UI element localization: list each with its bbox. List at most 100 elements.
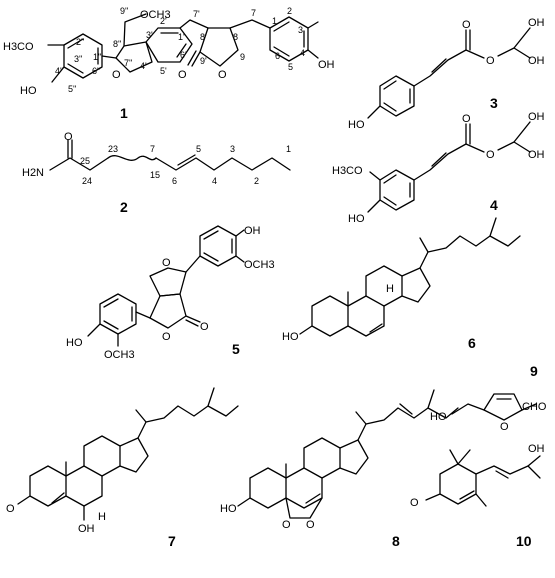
- c1-locant-9p: 9': [200, 56, 207, 66]
- compound-4-number: 4: [490, 197, 498, 213]
- c1-o-carbonyl-label: O: [178, 69, 187, 81]
- c1-oh-label: OH: [318, 59, 335, 71]
- c1-h3co-label: H3CO: [3, 41, 34, 53]
- c8-o1-label: O: [282, 519, 291, 531]
- c6-h-label: H: [386, 283, 394, 295]
- c1-locant-4p: 4': [140, 61, 147, 71]
- c2-o-label: O: [64, 131, 73, 143]
- c1-locant-2: 2: [287, 6, 292, 16]
- compound-5: OH OCH3 O O O HO OCH3 5: [66, 225, 275, 361]
- compound-2: O H2N 25 24 23 15 7 6 5 4 3 2 1 2: [22, 131, 291, 215]
- c2-h2n-label: H2N: [22, 167, 44, 179]
- c3-o-carbonyl-label: O: [462, 19, 471, 31]
- compound-7-number: 7: [168, 533, 176, 549]
- c1-locant-7: 7: [251, 8, 256, 18]
- compound-1: H3CO HO OCH3 O O O OH 9'' 3'' 2'' 1'' 4'…: [3, 6, 335, 121]
- c5-o-carbonyl-label: O: [200, 321, 209, 333]
- c4-o-ester-label: O: [486, 149, 495, 161]
- c1-locant-1pp: 1'': [93, 52, 102, 62]
- c2-locant-15: 15: [150, 170, 160, 180]
- c10-oh-label: OH: [528, 443, 545, 455]
- compound-8-number: 8: [392, 533, 400, 549]
- c1-locant-5p: 5': [160, 66, 167, 76]
- c4-ho-label: HO: [348, 213, 365, 225]
- compound-6: H HO 6: [282, 217, 521, 351]
- c3-oh-bottom-label: OH: [528, 55, 545, 67]
- c1-och3-label: OCH3: [140, 9, 171, 21]
- c9-cho-label: CHO: [522, 401, 547, 413]
- compound-9-number: 9: [530, 363, 538, 379]
- c4-o-carbonyl-label: O: [462, 113, 471, 125]
- c5-ho-label: HO: [66, 337, 83, 349]
- c2-locant-3: 3: [230, 144, 235, 154]
- compound-8: HO O O 8: [220, 389, 459, 549]
- c5-o-lactone-label: O: [162, 331, 171, 343]
- c1-locant-4: 4: [300, 48, 305, 58]
- c1-locant-3: 3: [298, 25, 303, 35]
- c1-locant-8pp: 8'': [113, 39, 122, 49]
- compound-1-number: 1: [120, 105, 128, 121]
- compound-9: O HO CHO 9: [430, 363, 547, 433]
- compound-4: O O OH OH H3CO HO 4: [332, 111, 545, 225]
- c9-o-ring-label: O: [500, 421, 509, 433]
- compound-10: O OH 10: [410, 443, 545, 549]
- c3-ho-label: HO: [348, 119, 365, 131]
- c1-locant-5pp: 5'': [68, 84, 77, 94]
- c2-locant-2: 2: [254, 176, 259, 186]
- c2-locant-1: 1: [286, 144, 291, 154]
- c1-locant-3p: 3': [146, 30, 153, 40]
- c1-locant-4pp: 4'': [55, 66, 64, 76]
- c1-ho-label: HO: [20, 85, 37, 97]
- c2-locant-4: 4: [212, 176, 217, 186]
- c1-locant-9pp: 9'': [120, 6, 129, 16]
- c4-oh-bottom-label: OH: [528, 149, 545, 161]
- c4-h3co-label: H3CO: [332, 165, 363, 177]
- c1-locant-1: 1: [272, 16, 277, 26]
- c1-o-lactone-label: O: [218, 69, 227, 81]
- c2-locant-24: 24: [82, 176, 92, 186]
- c5-o-ring-label: O: [162, 257, 171, 269]
- compound-2-number: 2: [120, 199, 128, 215]
- c5-och3-lower-label: OCH3: [104, 349, 135, 361]
- c7-o-label: O: [6, 503, 15, 515]
- compound-10-number: 10: [516, 533, 532, 549]
- c2-locant-5: 5: [196, 144, 201, 154]
- c1-locant-3pp: 3'': [74, 54, 83, 64]
- c1-locant-6pp: 6'': [92, 66, 101, 76]
- c1-locant-7p: 7': [193, 9, 200, 19]
- c8-o2-label: O: [306, 519, 315, 531]
- c5-oh-label: OH: [244, 225, 261, 237]
- c7-oh-label: OH: [78, 523, 95, 535]
- c1-locant-9: 9: [240, 52, 245, 62]
- compound-3: O O OH OH HO 3: [348, 17, 545, 131]
- c1-o-furan-label: O: [112, 69, 121, 81]
- c3-o-ester-label: O: [486, 55, 495, 67]
- c9-ho-label: HO: [430, 411, 447, 423]
- c2-locant-23: 23: [108, 144, 118, 154]
- c2-locant-25: 25: [80, 156, 90, 166]
- c7-h-label: H: [98, 511, 106, 523]
- c8-ho-label: HO: [220, 503, 237, 515]
- c1-locant-7pp: 7'': [124, 58, 133, 68]
- c1-locant-5: 5: [288, 62, 293, 72]
- c1-locant-6p: 6': [180, 50, 187, 60]
- c2-locant-6: 6: [172, 176, 177, 186]
- c5-och3-upper-label: OCH3: [244, 259, 275, 271]
- compound-6-number: 6: [468, 335, 476, 351]
- compound-7: O OH H 7: [6, 387, 239, 549]
- compound-5-number: 5: [232, 341, 240, 357]
- c4-oh-top-label: OH: [528, 111, 545, 123]
- c3-oh-top-label: OH: [528, 17, 545, 29]
- c1-locant-1p: 1': [178, 32, 185, 42]
- compound-3-number: 3: [490, 95, 498, 111]
- c1-locant-6: 6: [275, 51, 280, 61]
- c2-locant-7: 7: [150, 144, 155, 154]
- c1-locant-8p: 8': [200, 32, 207, 42]
- c10-o-label: O: [410, 497, 419, 509]
- c6-ho-label: HO: [282, 331, 299, 343]
- c1-locant-2p: 2': [160, 16, 167, 26]
- c1-locant-2pp: 2'': [76, 37, 85, 47]
- c1-locant-8: 8: [233, 32, 238, 42]
